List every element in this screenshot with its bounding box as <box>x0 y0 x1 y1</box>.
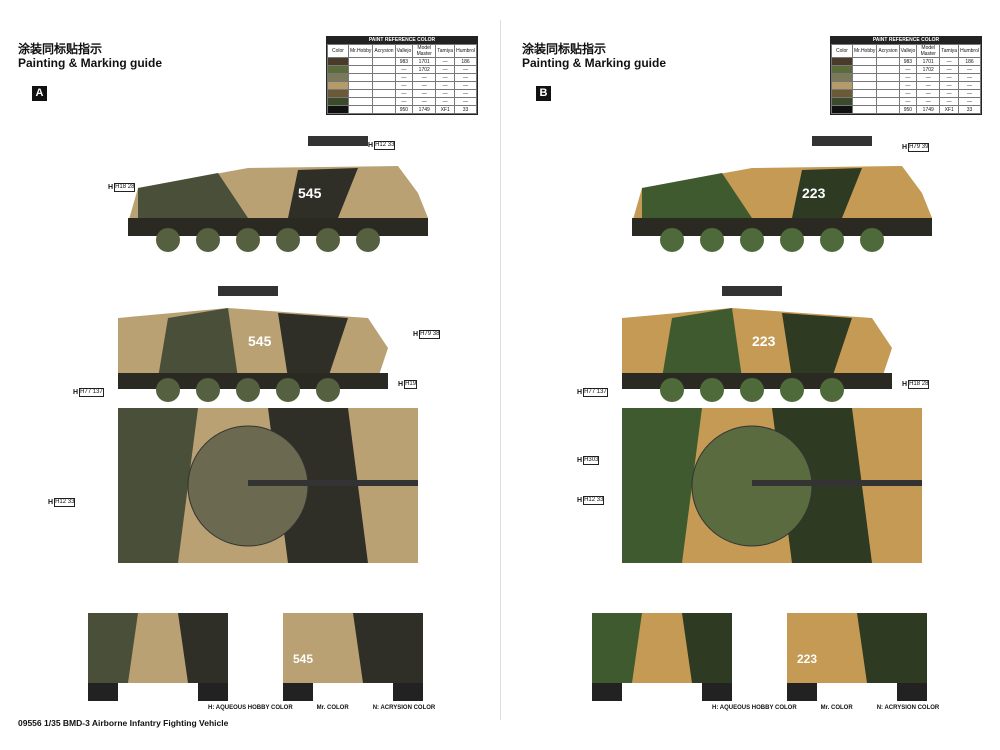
vehicle-number: 223 <box>802 185 826 201</box>
legend-mr: Mr. COLOR <box>316 705 349 711</box>
color-legend: H: AQUEOUS HOBBY COLOR Mr. COLOR N: ACRY… <box>712 705 939 711</box>
paint-row: ———— <box>327 73 477 82</box>
legend-aqueous: H: AQUEOUS HOBBY COLOR <box>712 705 797 711</box>
top-view <box>622 408 922 563</box>
vehicle-number: 545 <box>293 652 313 666</box>
col-modelmaster: Model Master <box>412 44 437 58</box>
paint-row: ———— <box>327 89 477 98</box>
title-english: Painting & Marking guide <box>522 56 667 70</box>
col-color: Color <box>327 44 349 58</box>
color-legend: H: AQUEOUS HOBBY COLOR Mr. COLOR N: ACRY… <box>208 705 435 711</box>
side-view-right: 545 <box>118 286 388 402</box>
paint-row: ———— <box>831 81 981 90</box>
top-view <box>118 408 418 563</box>
legend-mr: Mr. COLOR <box>820 705 853 711</box>
guide-page-b: 涂装同标贴指示 Painting & Marking guide B PAINT… <box>522 28 987 718</box>
col-acrysion: Acrysion <box>372 44 396 58</box>
legend-acrysion: N: ACRYSION COLOR <box>372 705 436 711</box>
paint-row: ———— <box>327 97 477 106</box>
front-view <box>592 613 732 701</box>
paint-row: ———— <box>327 81 477 90</box>
front-view <box>88 613 228 701</box>
col-mrhobby: Mr.Hobby <box>347 44 374 58</box>
paint-row: —1702—— <box>831 65 981 74</box>
paint-row: —1702—— <box>327 65 477 74</box>
side-view-left: 545 <box>128 136 428 252</box>
rear-view: 223 <box>787 613 927 701</box>
paint-reference-header: PAINT REFERENCE COLOR <box>327 37 477 44</box>
side-view-left: 223 <box>632 136 932 252</box>
vehicle-number: 223 <box>797 652 817 666</box>
page-divider <box>500 20 501 720</box>
title-chinese: 涂装同标贴指示 <box>522 42 607 56</box>
paint-row: ———— <box>831 89 981 98</box>
paint-table: Color Mr.Hobby Acrysion Vallejo Model Ma… <box>327 44 477 114</box>
paint-table-header-row: Color Mr.Hobby Acrysion Vallejo Model Ma… <box>327 44 477 58</box>
title-english: Painting & Marking guide <box>18 56 163 70</box>
col-humbrol: Humbrol <box>454 44 477 58</box>
side-view-right: 223 <box>622 286 892 402</box>
paint-reference-table: PAINT REFERENCE COLOR Color Mr.Hobby Acr… <box>326 36 478 115</box>
paint-reference-header: PAINT REFERENCE COLOR <box>831 37 981 44</box>
vehicle-number: 545 <box>298 185 322 201</box>
paint-row: ———— <box>831 97 981 106</box>
legend-aqueous: H: AQUEOUS HOBBY COLOR <box>208 705 293 711</box>
vehicle-number: 223 <box>752 333 776 349</box>
scheme-badge: B <box>536 86 551 101</box>
scheme-badge: A <box>32 86 47 101</box>
vehicle-number: 545 <box>248 333 272 349</box>
paint-row: ———— <box>831 73 981 82</box>
col-tamiya: Tamiya <box>435 44 456 58</box>
legend-acrysion: N: ACRYSION COLOR <box>876 705 940 711</box>
footer-caption: 09556 1/35 BMD-3 Airborne Infantry Fight… <box>18 718 229 728</box>
col-vallejo: Vallejo <box>394 44 414 58</box>
title-chinese: 涂装同标贴指示 <box>18 42 103 56</box>
guide-page-a: 涂装同标贴指示 Painting & Marking guide A PAINT… <box>18 28 483 718</box>
rear-view: 545 <box>283 613 423 701</box>
